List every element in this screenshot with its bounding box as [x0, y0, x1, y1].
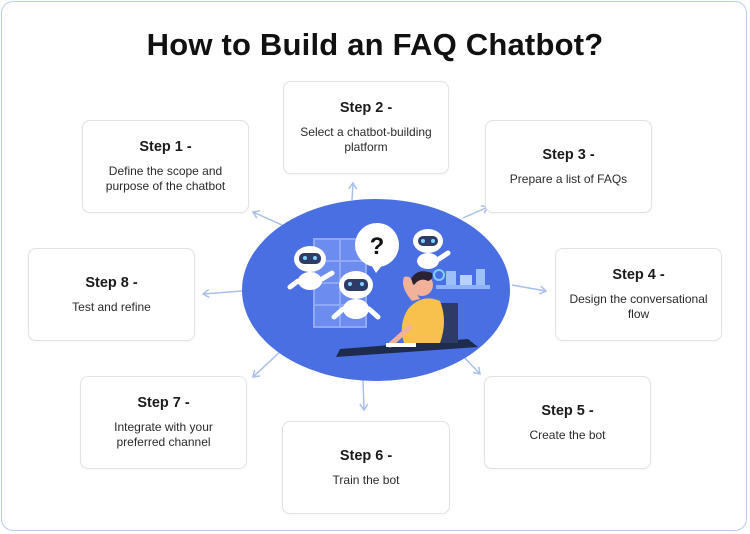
step-card-7: Step 7 - Integrate with your preferred c…	[80, 376, 247, 469]
step-description: Prepare a list of FAQs	[509, 171, 628, 186]
step-description: Select a chatbot-building platform	[300, 125, 432, 154]
robot-icon-center	[331, 271, 381, 320]
arrow-step-6	[359, 379, 369, 412]
step-label: Step 2 -	[339, 100, 393, 116]
step-card-6: Step 6 - Train the bot	[282, 421, 450, 514]
step-card-4: Step 4 - Design the conversational flow	[555, 248, 722, 341]
step-card-3: Step 3 - Prepare a list of FAQs	[485, 120, 652, 213]
step-card-8: Step 8 - Test and refine	[28, 248, 195, 341]
arrow-step-8	[201, 288, 243, 299]
arrow-step-4	[511, 284, 548, 295]
step-card-5: Step 5 - Create the bot	[484, 376, 651, 469]
desk-icon	[336, 303, 478, 357]
shelf-icon	[436, 269, 490, 289]
step-description: Train the bot	[332, 472, 400, 487]
step-card-1: Step 1 - Define the scope and purpose of…	[82, 120, 249, 213]
robot-icon-right	[413, 229, 451, 281]
step-label: Step 4 -	[612, 267, 665, 283]
arrow-step-2	[348, 181, 358, 201]
arrow-step-1	[251, 210, 283, 226]
step-description: Create the bot	[529, 427, 606, 442]
step-description: Test and refine	[72, 299, 151, 314]
step-label: Step 1 -	[139, 139, 192, 155]
arrow-step-3	[462, 205, 490, 219]
arrow-step-5	[461, 354, 481, 375]
person-icon	[386, 271, 444, 348]
step-description: Design the conversational flow	[569, 292, 708, 321]
arrow-step-7	[252, 349, 283, 378]
step-label: Step 8 -	[85, 274, 138, 291]
step-label: Step 6 -	[339, 447, 393, 464]
question-mark: ?	[370, 233, 385, 260]
chatbot-illustration: ?	[242, 199, 510, 381]
step-card-2: Step 2 - Select a chatbot-building platf…	[283, 81, 449, 174]
step-label: Step 5 -	[541, 402, 594, 419]
robot-icon-left	[287, 246, 335, 290]
page-title: How to Build an FAQ Chatbot?	[146, 27, 604, 62]
step-description: Define the scope and purpose of the chat…	[105, 164, 226, 193]
step-label: Step 3 -	[542, 146, 595, 163]
step-description: Integrate with your preferred channel	[114, 420, 213, 449]
question-bubble-icon: ?	[355, 223, 399, 273]
step-label: Step 7 -	[137, 395, 190, 411]
